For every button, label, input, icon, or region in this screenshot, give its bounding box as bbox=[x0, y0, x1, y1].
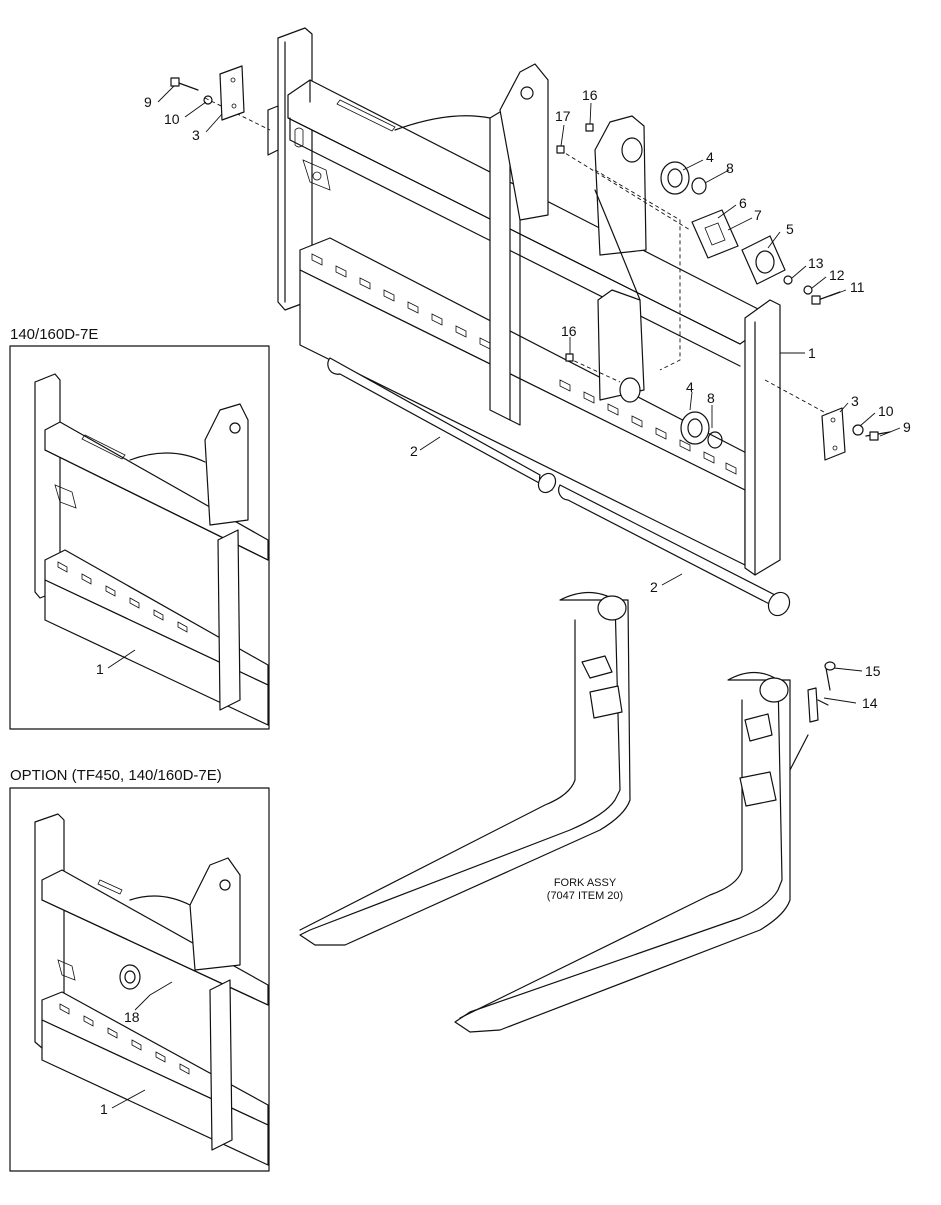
callout-8-lower: 8 bbox=[707, 390, 715, 406]
callout-16: 16 bbox=[582, 87, 598, 103]
block-5 bbox=[741, 235, 786, 285]
callout-9-right: 9 bbox=[903, 419, 911, 435]
callout-14: 14 bbox=[862, 695, 878, 711]
shaft-rod-right bbox=[558, 484, 791, 617]
callout-9: 9 bbox=[144, 94, 152, 110]
callout-1: 1 bbox=[808, 345, 816, 361]
fork-lock-pin bbox=[807, 661, 836, 723]
callout-4-lower: 4 bbox=[686, 379, 694, 395]
callout-12: 12 bbox=[829, 267, 845, 283]
inset-title-option: OPTION (TF450, 140/160D-7E) bbox=[10, 767, 222, 784]
inset2-carriage bbox=[34, 813, 269, 1166]
bolt-9-right bbox=[865, 431, 891, 441]
washer-13 bbox=[783, 275, 793, 285]
callout-3: 3 bbox=[192, 127, 200, 143]
plate-6 bbox=[691, 209, 739, 259]
callout-15: 15 bbox=[865, 663, 881, 679]
bracket-3-left bbox=[219, 65, 245, 121]
washer-10-left bbox=[203, 95, 213, 105]
bolt-16-upper bbox=[585, 123, 594, 132]
bracket-3-right bbox=[821, 407, 846, 461]
callout-11: 11 bbox=[850, 279, 865, 295]
callout-10: 10 bbox=[164, 111, 180, 127]
fork-assy-ref: (7047 ITEM 20) bbox=[547, 890, 623, 902]
inset-box-140-160d-7e bbox=[9, 345, 270, 730]
fork-right bbox=[454, 671, 809, 1033]
callout-7: 7 bbox=[754, 207, 762, 223]
bolt-9-left bbox=[170, 77, 199, 91]
inset2-callout-18: 18 bbox=[124, 1009, 140, 1025]
inset2-callout-1: 1 bbox=[100, 1101, 108, 1117]
inset-title-140-160d-7e: 140/160D-7E bbox=[10, 326, 99, 343]
inset-box-option bbox=[9, 787, 270, 1172]
leader-lines bbox=[107, 85, 901, 1109]
fork-left bbox=[299, 591, 631, 946]
callout-16-lower: 16 bbox=[561, 323, 577, 339]
inset1-callout-1: 1 bbox=[96, 661, 104, 677]
washer-10-right bbox=[852, 424, 864, 436]
callout-17: 17 bbox=[555, 108, 571, 124]
bolt-17 bbox=[556, 145, 565, 154]
bolt-16-lower bbox=[565, 353, 574, 362]
right-side-plate bbox=[744, 299, 781, 576]
callout-6: 6 bbox=[739, 195, 747, 211]
callout-8: 8 bbox=[726, 160, 734, 176]
callout-numbers: 9 10 3 16 17 4 8 6 7 5 13 12 11 1 16 4 8… bbox=[96, 87, 911, 1117]
callout-5: 5 bbox=[786, 221, 794, 237]
callout-13: 13 bbox=[808, 255, 824, 271]
callout-2: 2 bbox=[410, 443, 418, 459]
bearing-upper bbox=[621, 137, 707, 195]
callout-2-lower: 2 bbox=[650, 579, 658, 595]
shaft-rod-left bbox=[327, 357, 557, 494]
bearing-lower bbox=[619, 377, 723, 449]
fork-assy-label: FORK ASSY bbox=[554, 877, 617, 889]
callout-4: 4 bbox=[706, 149, 714, 165]
callout-3-right: 3 bbox=[851, 393, 859, 409]
fork-assy-note: FORK ASSY (7047 ITEM 20) bbox=[547, 877, 623, 902]
washer-12 bbox=[803, 285, 813, 295]
inset1-carriage bbox=[34, 373, 269, 726]
callout-10-right: 10 bbox=[878, 403, 894, 419]
main-carriage bbox=[204, 27, 836, 576]
